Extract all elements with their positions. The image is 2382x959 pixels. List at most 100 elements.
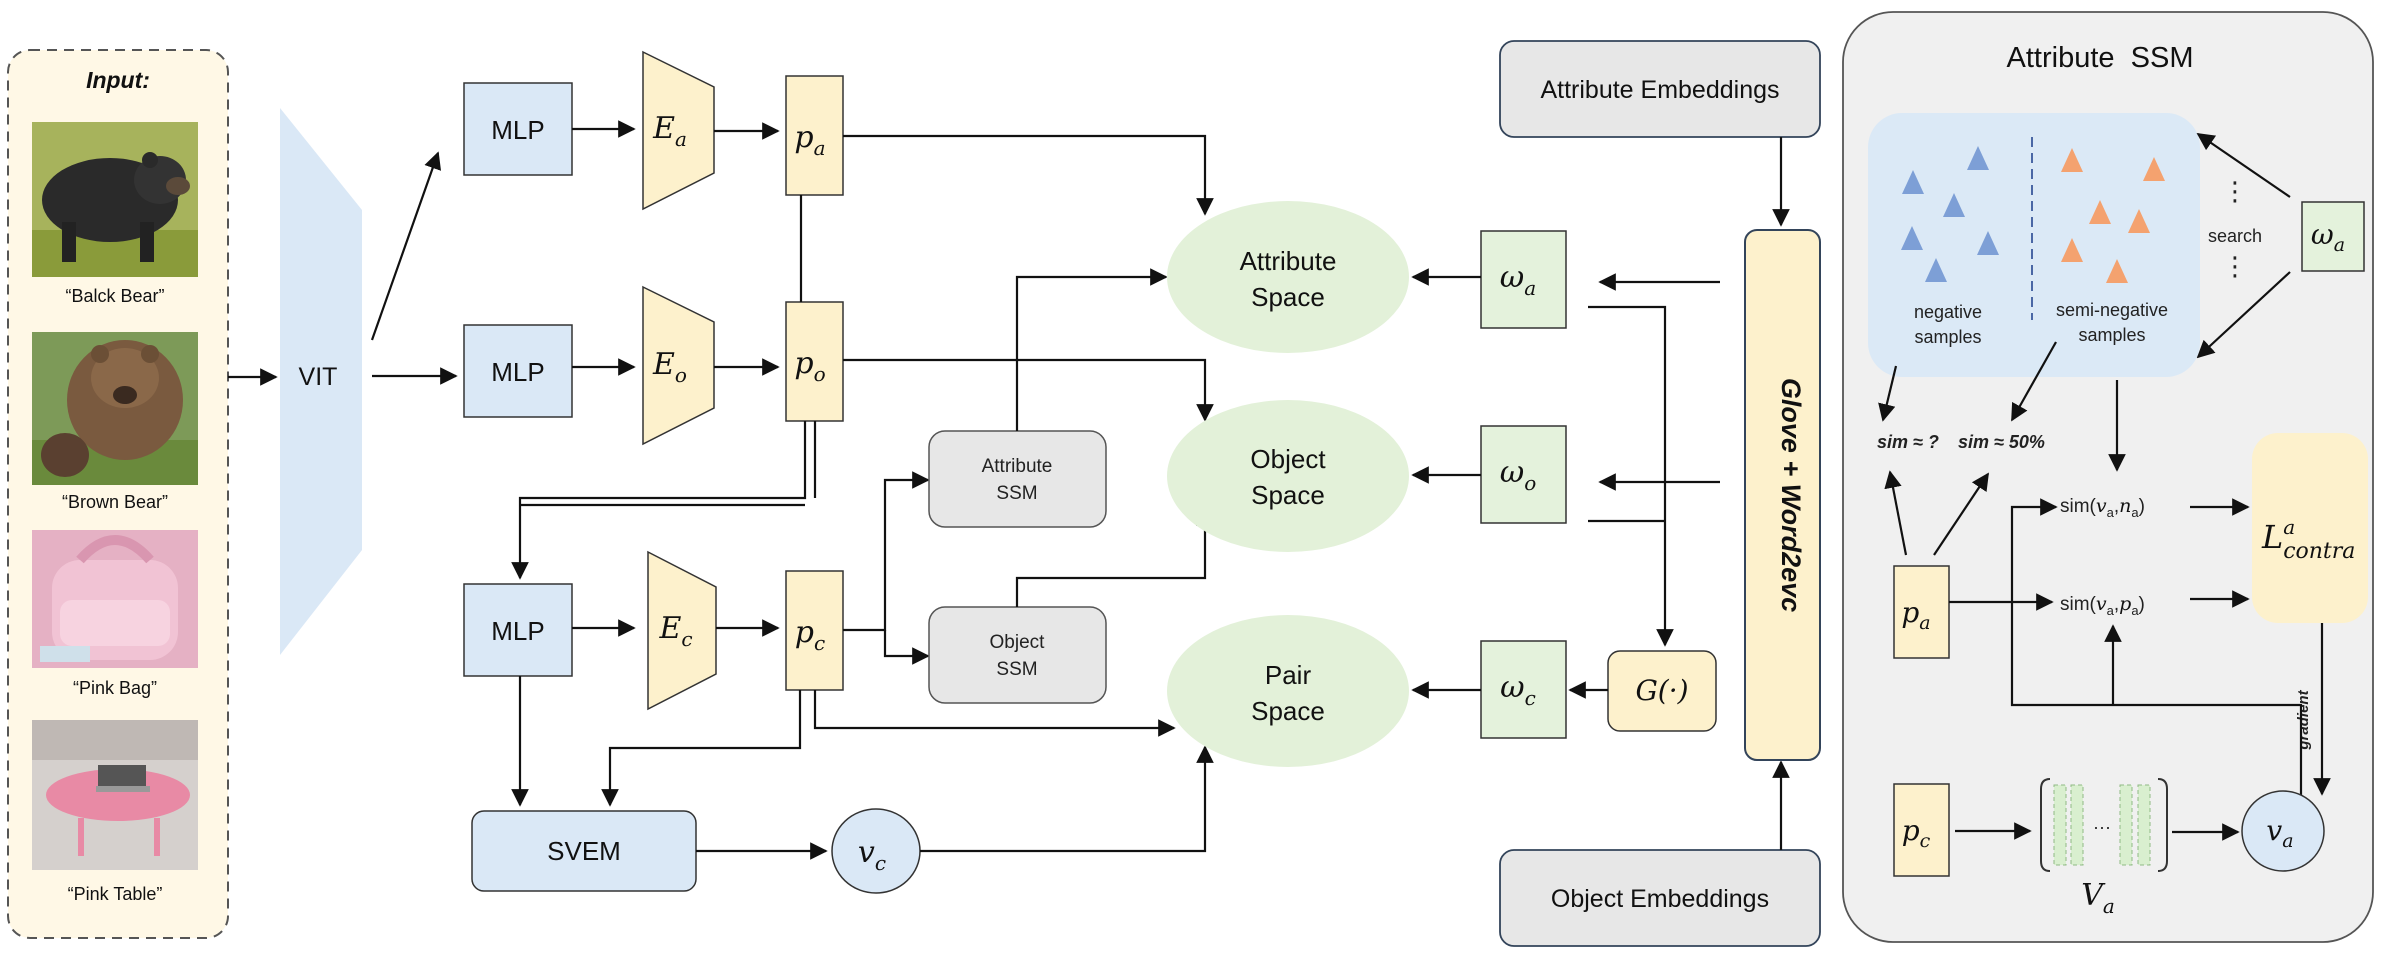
- encoder-ea: Ea: [642, 50, 715, 211]
- svg-text:Attribute: Attribute: [982, 456, 1053, 477]
- attribute-ssm-box: Attribute SSM: [928, 430, 1107, 528]
- svg-text:MLP: MLP: [491, 616, 544, 646]
- g-function-box: G(·): [1607, 650, 1717, 732]
- pink-table-photo: [32, 720, 198, 870]
- gradient-label: gradient: [2295, 689, 2312, 750]
- svg-text:MLP: MLP: [491, 115, 544, 145]
- object-embeddings-box: Object Embeddings: [1499, 849, 1821, 947]
- svg-text:pc: pc: [1902, 814, 1931, 852]
- svg-text:po: po: [794, 346, 825, 386]
- brown-bear-photo: [32, 332, 198, 485]
- arrow-pc-attr-ssm: [843, 471, 930, 632]
- vit-label: VIT: [299, 363, 338, 391]
- prompt-pa: pa: [785, 75, 844, 196]
- svg-text:⋮: ⋮: [2222, 251, 2248, 281]
- sim-half-label: sim ≈ 50%: [1958, 432, 2045, 452]
- attribute-embeddings-box: Attribute Embeddings: [1499, 40, 1821, 138]
- svg-text:pc: pc: [795, 615, 825, 655]
- omega-a-box: ωa: [1480, 230, 1567, 329]
- svg-text:Glove + Word2evc: Glove + Word2evc: [1776, 378, 1806, 612]
- svem-box: SVEM: [471, 810, 697, 892]
- sim-pos-formula: sim(va,pa): [2060, 593, 2145, 618]
- svg-text:Pair: Pair: [1265, 660, 1312, 690]
- vc-node: vc: [831, 808, 921, 894]
- caption-pink-table: “Pink Table”: [68, 884, 163, 904]
- sim-unknown-label: sim ≈ ?: [1877, 432, 1939, 452]
- arrow-pa-sim-unknown: [1884, 470, 1908, 556]
- attribute-space: Attribute Space: [1167, 201, 1409, 353]
- svg-text:Ec: Ec: [658, 611, 692, 651]
- svg-text:semi-negative: semi-negative: [2056, 300, 2168, 320]
- encoder-eo: Eo: [642, 285, 715, 446]
- svg-text:Attribute: Attribute: [1240, 246, 1337, 276]
- ssm-pa-box: pa: [1893, 565, 1950, 659]
- arrow-omega-to-cloud-top: [2196, 133, 2291, 198]
- omega-c-box: ωc: [1480, 640, 1567, 739]
- svg-text:negative: negative: [1914, 302, 1982, 322]
- svg-text:Object: Object: [990, 632, 1046, 653]
- svg-text:Space: Space: [1251, 696, 1325, 726]
- arrow-vc-pair-space: [920, 745, 1214, 853]
- svg-text:ωa: ωa: [1500, 260, 1536, 300]
- svg-text:Attribute Embeddings: Attribute Embeddings: [1540, 76, 1779, 104]
- arrow-pc-svem: [601, 690, 802, 807]
- ssm-panel-title: Attribute SSM: [2007, 42, 2194, 74]
- Va-memory-bank: ··· Va: [2040, 778, 2168, 918]
- arrow-attr-ssm-space: [1015, 268, 1168, 431]
- arrow-va-sim-neg: [2010, 498, 2303, 800]
- svg-text:Object: Object: [1250, 444, 1326, 474]
- svg-text:Space: Space: [1251, 282, 1325, 312]
- pair-space: Pair Space: [1167, 615, 1409, 767]
- caption-pink-bag: “Pink Bag”: [73, 678, 157, 698]
- svg-text:Eo: Eo: [652, 347, 687, 387]
- svg-text:⋮: ⋮: [2222, 176, 2248, 206]
- svg-text:SSM: SSM: [996, 483, 1037, 504]
- samples-cloud: [1868, 113, 2200, 377]
- semi-negative-sample-triangles: [2061, 148, 2165, 283]
- svg-text:SSM: SSM: [996, 659, 1037, 680]
- arrow-pa-attr-space: [843, 134, 1214, 216]
- mlp-composition: MLP: [463, 583, 573, 677]
- search-label: search: [2208, 226, 2262, 246]
- object-space: Object Space: [1167, 400, 1409, 552]
- mlp-attribute: MLP: [463, 82, 573, 176]
- svg-text:samples: samples: [2078, 325, 2145, 345]
- glove-word2vec-bar: Glove + Word2evc: [1744, 229, 1821, 761]
- omega-o-box: ωo: [1480, 425, 1567, 524]
- svg-text:···: ···: [2093, 817, 2111, 837]
- input-panel: Input: “Balck Bear” “Brown Bear”: [7, 49, 229, 939]
- vit-encoder: VIT: [280, 108, 362, 655]
- arrow-po-obj-space: [843, 358, 1214, 422]
- ssm-va-node: va: [2241, 790, 2325, 872]
- arrow-obj-ssm-space: [1015, 508, 1214, 607]
- svg-text:pa: pa: [1901, 596, 1930, 634]
- svg-text:G(·): G(·): [1635, 674, 1688, 707]
- svg-text:va: va: [2266, 814, 2293, 852]
- caption-black-bear: “Balck Bear”: [65, 286, 164, 306]
- caption-brown-bear: “Brown Bear”: [62, 492, 168, 512]
- arrow-neg-to-sim: [1878, 365, 1898, 422]
- object-ssm-box: Object SSM: [928, 606, 1107, 704]
- sim-neg-formula: sim(va,na): [2060, 495, 2145, 520]
- svg-text:vc: vc: [858, 835, 886, 875]
- svg-text:ωo: ωo: [1500, 455, 1537, 495]
- arrow-pc-pair-space: [813, 690, 1176, 737]
- ssm-pc-box: pc: [1893, 783, 1950, 877]
- arrow-omega-to-cloud-bottom: [2196, 271, 2291, 359]
- attribute-ssm-panel: Attribute SSM negative samples semi-nega…: [1842, 11, 2374, 943]
- svg-text:pa: pa: [794, 120, 825, 160]
- svg-text:Object Embeddings: Object Embeddings: [1551, 885, 1769, 913]
- svg-text:SVEM: SVEM: [547, 836, 621, 866]
- negative-sample-triangles: [1901, 146, 1999, 282]
- arrow-semi-to-sim: [2011, 341, 2057, 422]
- svg-text:Ea: Ea: [652, 111, 687, 151]
- input-title: Input:: [86, 67, 150, 93]
- arrow-po-mlp-c: [511, 421, 807, 580]
- prompt-pc: pc: [785, 570, 844, 691]
- ssm-omega-a-box: ωa: [2301, 201, 2365, 272]
- svg-text:ωc: ωc: [1500, 670, 1536, 710]
- svg-text:samples: samples: [1914, 327, 1981, 347]
- black-bear-photo: [32, 122, 198, 277]
